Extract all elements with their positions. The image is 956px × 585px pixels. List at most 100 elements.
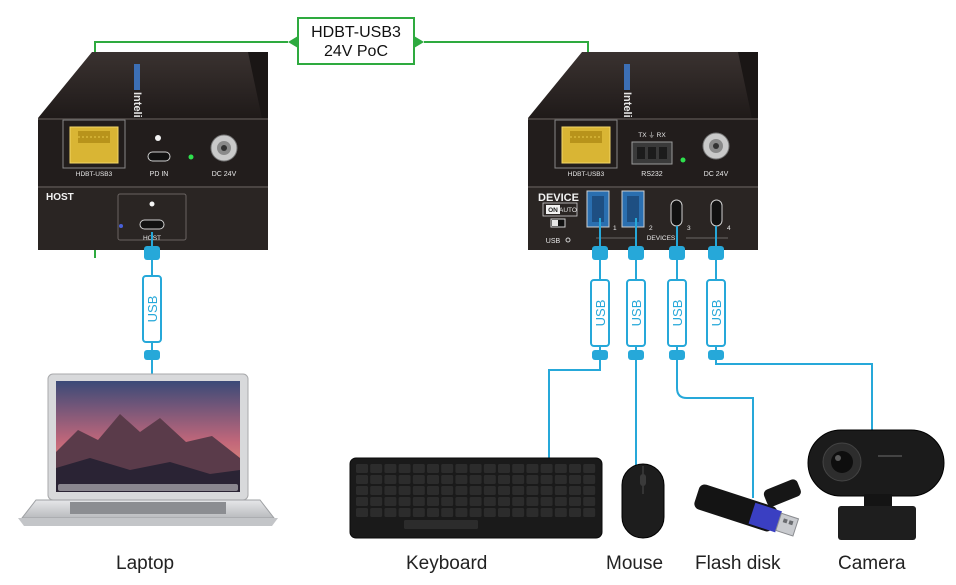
keyboard-key [356,486,368,495]
receiver-unit: Intelix HDBT-USB3 TX ⏚ RX RS232 DC 24V D… [528,52,758,250]
keyboard-key [469,486,482,495]
usb-tag-text: USB [709,300,724,327]
brand-label: Intelix [131,92,143,125]
keyboard-key [356,508,368,517]
transmitter-unit: Intelix HDBT-USB3 PD IN DC 24V HOST HOST [38,52,268,250]
keyboard-key [569,508,581,517]
flash-disk-caption: Flash disk [695,553,781,574]
keyboard-key [469,475,482,484]
pd-led-icon [155,135,161,141]
keyboard-key [512,475,525,484]
mouse-image [621,463,665,539]
camera-image [807,429,945,540]
usb-cable-flash [676,226,754,498]
receiver-top [528,52,758,118]
pd-in-label: PD IN [150,171,169,178]
keyboard-key [526,497,539,506]
keyboard-key [483,464,496,473]
usb-tag-text: USB [629,300,644,327]
keyboard-key [498,497,510,506]
port-number-3: 3 [687,225,691,232]
keyboard-key [441,464,454,473]
keyboard-key [427,486,439,495]
keyboard-key [412,475,425,484]
device-usb-c-port-4[interactable] [710,199,723,227]
brand-label: Intelix [621,92,633,125]
usb-tag-text: USB [670,300,685,327]
keyboard-key [540,508,553,517]
hdbt-link-badge [297,17,415,65]
keyboard-key [526,475,539,484]
keyboard-key [356,475,368,484]
keyboard-key [498,464,510,473]
keyboard-key [455,497,468,506]
keyboard-key [412,508,425,517]
transmitter-brand-logo: Intelix [131,64,143,125]
usb-tag-text: USB [593,300,608,327]
keyboard-key [370,508,383,517]
usb-tag-mouse: USB [626,279,646,347]
rs232-label: RS232 [641,171,663,178]
transmitter-top [38,52,268,118]
usb-cable-camera [715,226,873,430]
host-section-label: HOST [46,192,74,203]
port-number-4: 4 [727,225,731,232]
keyboard-key [427,464,439,473]
keyboard-key [498,486,510,495]
usb-tag-text: USB [145,296,160,323]
arrow-right-icon [414,36,424,48]
laptop-image [18,373,278,526]
keyboard-key [554,475,567,484]
keyboard-key [441,486,454,495]
keyboard-key [469,508,482,517]
mode-auto-label: AUTO [559,207,577,214]
keyboard-key [370,486,383,495]
keyboard-key [526,486,539,495]
mode-on-label: ON [548,207,558,214]
keyboard-key [356,497,368,506]
keyboard-key [554,508,567,517]
keyboard-key [398,464,411,473]
keyboard-caption: Keyboard [406,553,488,574]
keyboard-key [441,508,454,517]
keyboard-image [349,457,603,539]
usb-c-port-icon[interactable] [147,151,171,162]
keyboard-key [512,508,525,517]
keyboard-key [356,464,368,473]
keyboard-key [569,475,581,484]
usb-tag-keyboard: USB [590,279,610,347]
keyboard-key [412,464,425,473]
keyboard-key [483,497,496,506]
keyboard-key [569,464,581,473]
usb-status-led-icon [565,237,571,243]
device-usb-c-port-3[interactable] [670,199,683,227]
port-number-1: 1 [613,225,617,232]
keyboard-key [540,486,553,495]
arrow-left-icon [288,36,298,48]
host-status-led-icon [119,224,123,228]
keyboard-key [370,475,383,484]
keyboard-key [412,486,425,495]
mode-on-badge [546,205,560,214]
host-usb-c-port-icon[interactable] [139,219,165,230]
keyboard-key [554,486,567,495]
power-led-icon [188,154,194,160]
dc-label: DC 24V [212,171,237,178]
usb-tag-laptop: USB [142,275,162,343]
keyboard-key [370,497,383,506]
camera-caption: Camera [838,553,906,574]
keyboard-key [412,497,425,506]
usb-tag-camera: USB [706,279,726,347]
keyboard-key [498,508,510,517]
keyboard-key [583,497,596,506]
keyboard-key [540,464,553,473]
usb-tag-flash: USB [667,279,687,347]
mouse-caption: Mouse [606,553,664,574]
host-led-icon [149,201,155,207]
port-number-2: 2 [649,225,653,232]
hdbt-link: HDBT-USB3 24V PoC [94,17,589,258]
usb-cables [151,218,873,498]
keyboard-key [427,508,439,517]
keyboard-key [398,497,411,506]
